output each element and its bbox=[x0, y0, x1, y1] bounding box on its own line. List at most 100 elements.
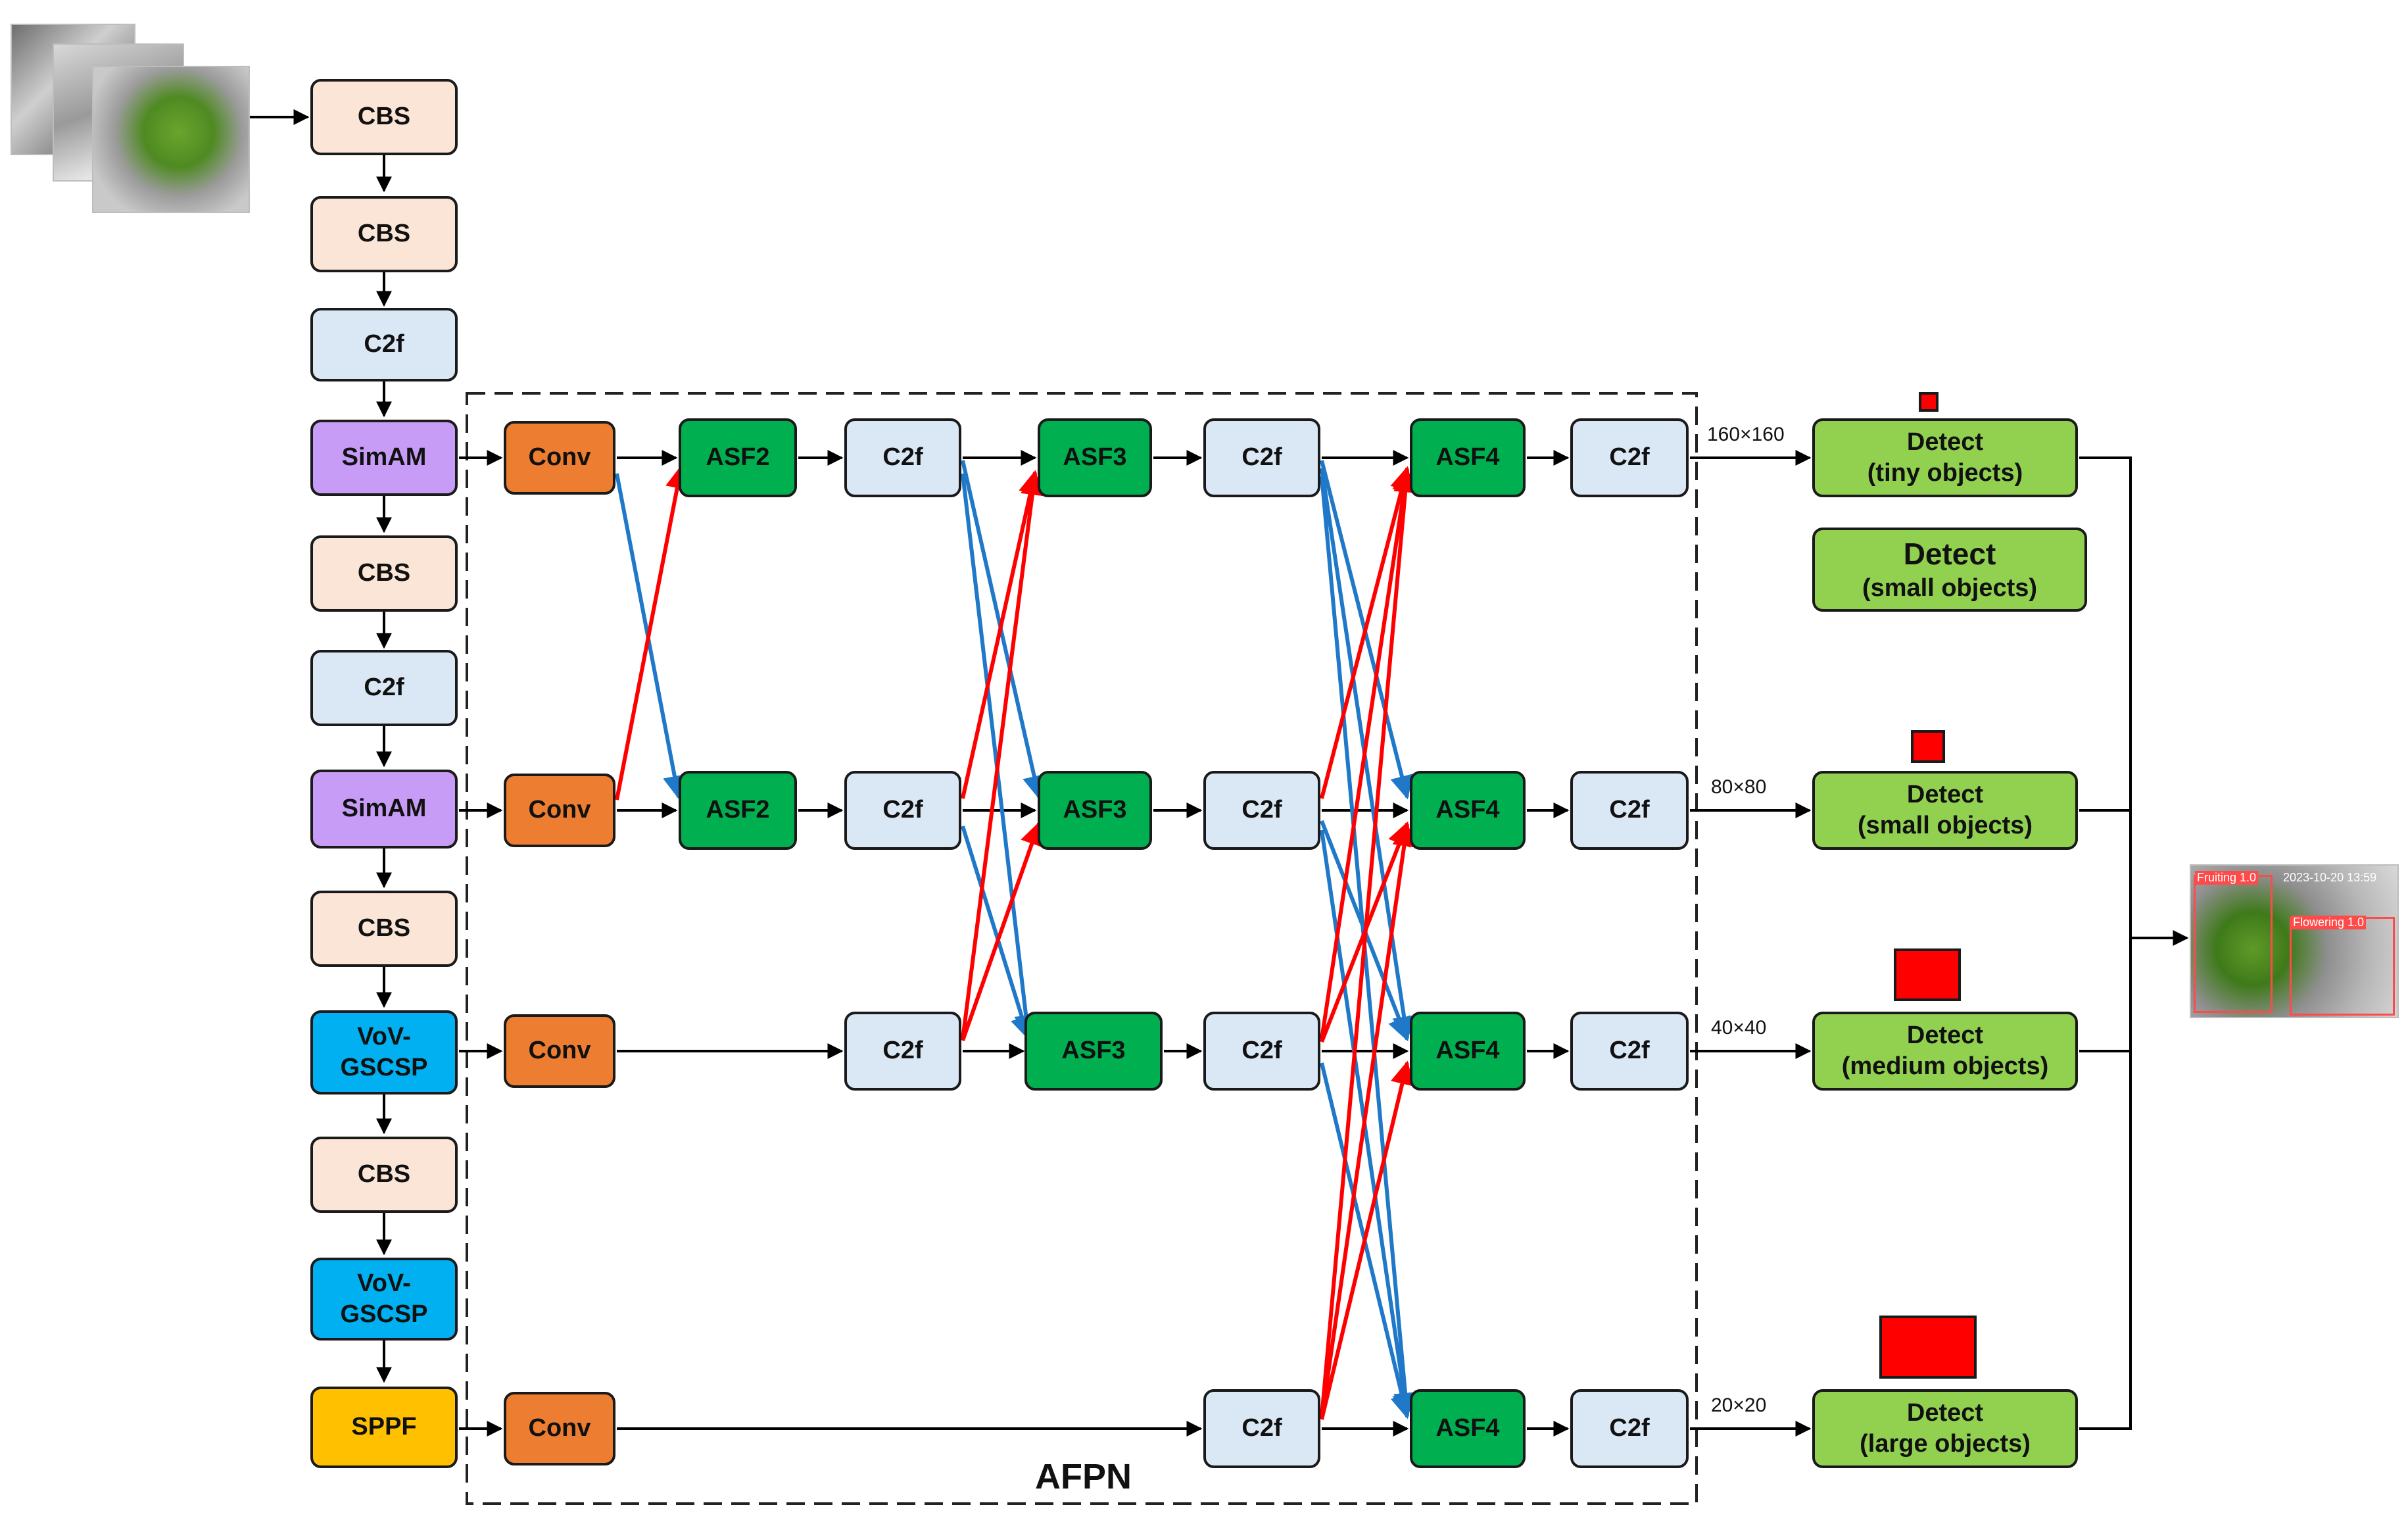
c2f-label: C2f bbox=[1609, 796, 1650, 824]
backbone-c2f-1: C2f bbox=[310, 308, 458, 382]
asf3-label: ASF3 bbox=[1063, 796, 1127, 824]
c2f-label: C2f bbox=[1241, 443, 1282, 472]
output-detection-image: Fruiting 1.0 2023-10-20 13:59 Flowering … bbox=[2190, 864, 2399, 1018]
bbox-fruiting bbox=[2194, 875, 2273, 1013]
simam-label: SimAM bbox=[341, 795, 427, 823]
size-indicator-small bbox=[1911, 730, 1945, 763]
detect-tiny: Detect(tiny objects) bbox=[1812, 418, 2078, 497]
input-image-3 bbox=[92, 66, 250, 213]
c2f-label: C2f bbox=[1241, 796, 1282, 824]
detect-scale: (small objects) bbox=[1857, 812, 2033, 839]
backbone-vov-gscsp-1: VoV- GSCSP bbox=[310, 1010, 458, 1095]
timestamp: 2023-10-20 13:59 bbox=[2283, 871, 2377, 884]
size-indicator-large bbox=[1879, 1316, 1977, 1379]
sppf-label: SPPF bbox=[351, 1413, 417, 1441]
detect-word: Detect bbox=[1906, 1398, 1984, 1427]
afpn-conv-2: Conv bbox=[504, 774, 615, 847]
c2f-label: C2f bbox=[1609, 443, 1650, 472]
asf3-label: ASF3 bbox=[1061, 1037, 1126, 1065]
asf4-label: ASF4 bbox=[1435, 1037, 1500, 1065]
c2f-label: C2f bbox=[364, 330, 404, 358]
backbone-cbs-3: CBS bbox=[310, 535, 458, 612]
afpn-conv-4: Conv bbox=[504, 1392, 615, 1465]
afpn-asf3-3: ASF3 bbox=[1024, 1012, 1163, 1091]
c2f-label: C2f bbox=[882, 1037, 923, 1065]
backbone-cbs-1: CBS bbox=[310, 79, 458, 155]
afpn-asf4-4: ASF4 bbox=[1410, 1389, 1526, 1468]
c2f-label: C2f bbox=[1609, 1414, 1650, 1442]
afpn-title: AFPN bbox=[1035, 1457, 1132, 1496]
afpn-asf4-1: ASF4 bbox=[1410, 418, 1526, 497]
afpn-boundary bbox=[466, 392, 1698, 1505]
c2f-label: C2f bbox=[1241, 1037, 1282, 1065]
cbs-label: CBS bbox=[357, 559, 411, 587]
afpn-c2f-col7-2: C2f bbox=[1570, 771, 1689, 850]
afpn-c2f-col7-1: C2f bbox=[1570, 418, 1689, 497]
scale-label-40: 40×40 bbox=[1711, 1017, 1767, 1039]
red-fusion-arrows bbox=[615, 464, 1418, 1420]
scale-label-80: 80×80 bbox=[1711, 776, 1767, 798]
afpn-c2f-col3-1: C2f bbox=[844, 418, 961, 497]
conv-label: Conv bbox=[528, 443, 591, 472]
backbone-cbs-5: CBS bbox=[310, 1137, 458, 1213]
afpn-conv-1: Conv bbox=[504, 421, 615, 495]
afpn-asf3-1: ASF3 bbox=[1038, 418, 1152, 497]
detect-small-standalone: Detect(small objects) bbox=[1812, 528, 2087, 612]
detect-word: Detect bbox=[1906, 1021, 1984, 1049]
cbs-label: CBS bbox=[357, 914, 411, 943]
cbs-label: CBS bbox=[357, 220, 411, 248]
afpn-c2f-col7-3: C2f bbox=[1570, 1012, 1689, 1091]
output-collector bbox=[2079, 456, 2189, 1430]
detect-small: Detect (small objects) bbox=[1812, 771, 2078, 850]
backbone-sppf: SPPF bbox=[310, 1387, 458, 1468]
afpn-c2f-col3-2: C2f bbox=[844, 771, 961, 850]
cbs-label: CBS bbox=[357, 1160, 411, 1189]
conv-label: Conv bbox=[528, 1037, 591, 1065]
cbs-label: CBS bbox=[357, 103, 411, 131]
size-indicator-tiny bbox=[1919, 392, 1938, 412]
afpn-asf3-2: ASF3 bbox=[1038, 771, 1152, 850]
detect-scale: (tiny objects) bbox=[1867, 459, 2023, 487]
asf4-label: ASF4 bbox=[1435, 796, 1500, 824]
c2f-label: C2f bbox=[882, 443, 923, 472]
c2f-label: C2f bbox=[364, 674, 404, 702]
scale-label-20: 20×20 bbox=[1711, 1394, 1767, 1416]
vov-label-line1: VoV- bbox=[357, 1269, 411, 1297]
detect-large: Detect(large objects) bbox=[1812, 1389, 2078, 1468]
asf4-label: ASF4 bbox=[1435, 443, 1500, 472]
scale-label-160: 160×160 bbox=[1707, 424, 1785, 445]
vov-label-line2: GSCSP bbox=[340, 1054, 428, 1081]
bbox-label-fruiting: Fruiting 1.0 bbox=[2195, 871, 2259, 885]
c2f-label: C2f bbox=[1609, 1037, 1650, 1065]
detect-word: Detect bbox=[1906, 780, 1984, 808]
blue-fusion-arrows bbox=[615, 460, 1417, 1419]
conv-label: Conv bbox=[528, 1414, 591, 1442]
afpn-c2f-col5-2: C2f bbox=[1203, 771, 1320, 850]
backbone-simam-1: SimAM bbox=[310, 420, 458, 496]
afpn-c2f-col3-3: C2f bbox=[844, 1012, 961, 1091]
backbone-cbs-4: CBS bbox=[310, 891, 458, 967]
asf3-label: ASF3 bbox=[1063, 443, 1127, 472]
afpn-c2f-col5-3: C2f bbox=[1203, 1012, 1320, 1091]
backbone-simam-2: SimAM bbox=[310, 770, 458, 849]
black-arrows bbox=[249, 109, 1812, 1437]
detect-medium: Detect (medium objects) bbox=[1812, 1012, 2078, 1091]
c2f-label: C2f bbox=[882, 796, 923, 824]
backbone-c2f-2: C2f bbox=[310, 650, 458, 726]
asf2-label: ASF2 bbox=[706, 796, 770, 824]
asf2-label: ASF2 bbox=[706, 443, 770, 472]
size-indicator-medium bbox=[1894, 948, 1961, 1001]
detect-scale: (medium objects) bbox=[1841, 1052, 2049, 1080]
conv-label: Conv bbox=[528, 796, 591, 824]
afpn-asf4-3: ASF4 bbox=[1410, 1012, 1526, 1091]
backbone-cbs-2: CBS bbox=[310, 196, 458, 272]
afpn-asf2-2: ASF2 bbox=[679, 771, 797, 850]
detect-word: Detect bbox=[1903, 536, 1996, 571]
vov-label-line1: VoV- bbox=[357, 1022, 411, 1050]
bbox-label-flowering: Flowering 1.0 bbox=[2291, 916, 2367, 929]
c2f-label: C2f bbox=[1241, 1414, 1282, 1442]
afpn-conv-3: Conv bbox=[504, 1014, 615, 1088]
afpn-c2f-col7-4: C2f bbox=[1570, 1389, 1689, 1468]
asf4-label: ASF4 bbox=[1435, 1414, 1500, 1442]
